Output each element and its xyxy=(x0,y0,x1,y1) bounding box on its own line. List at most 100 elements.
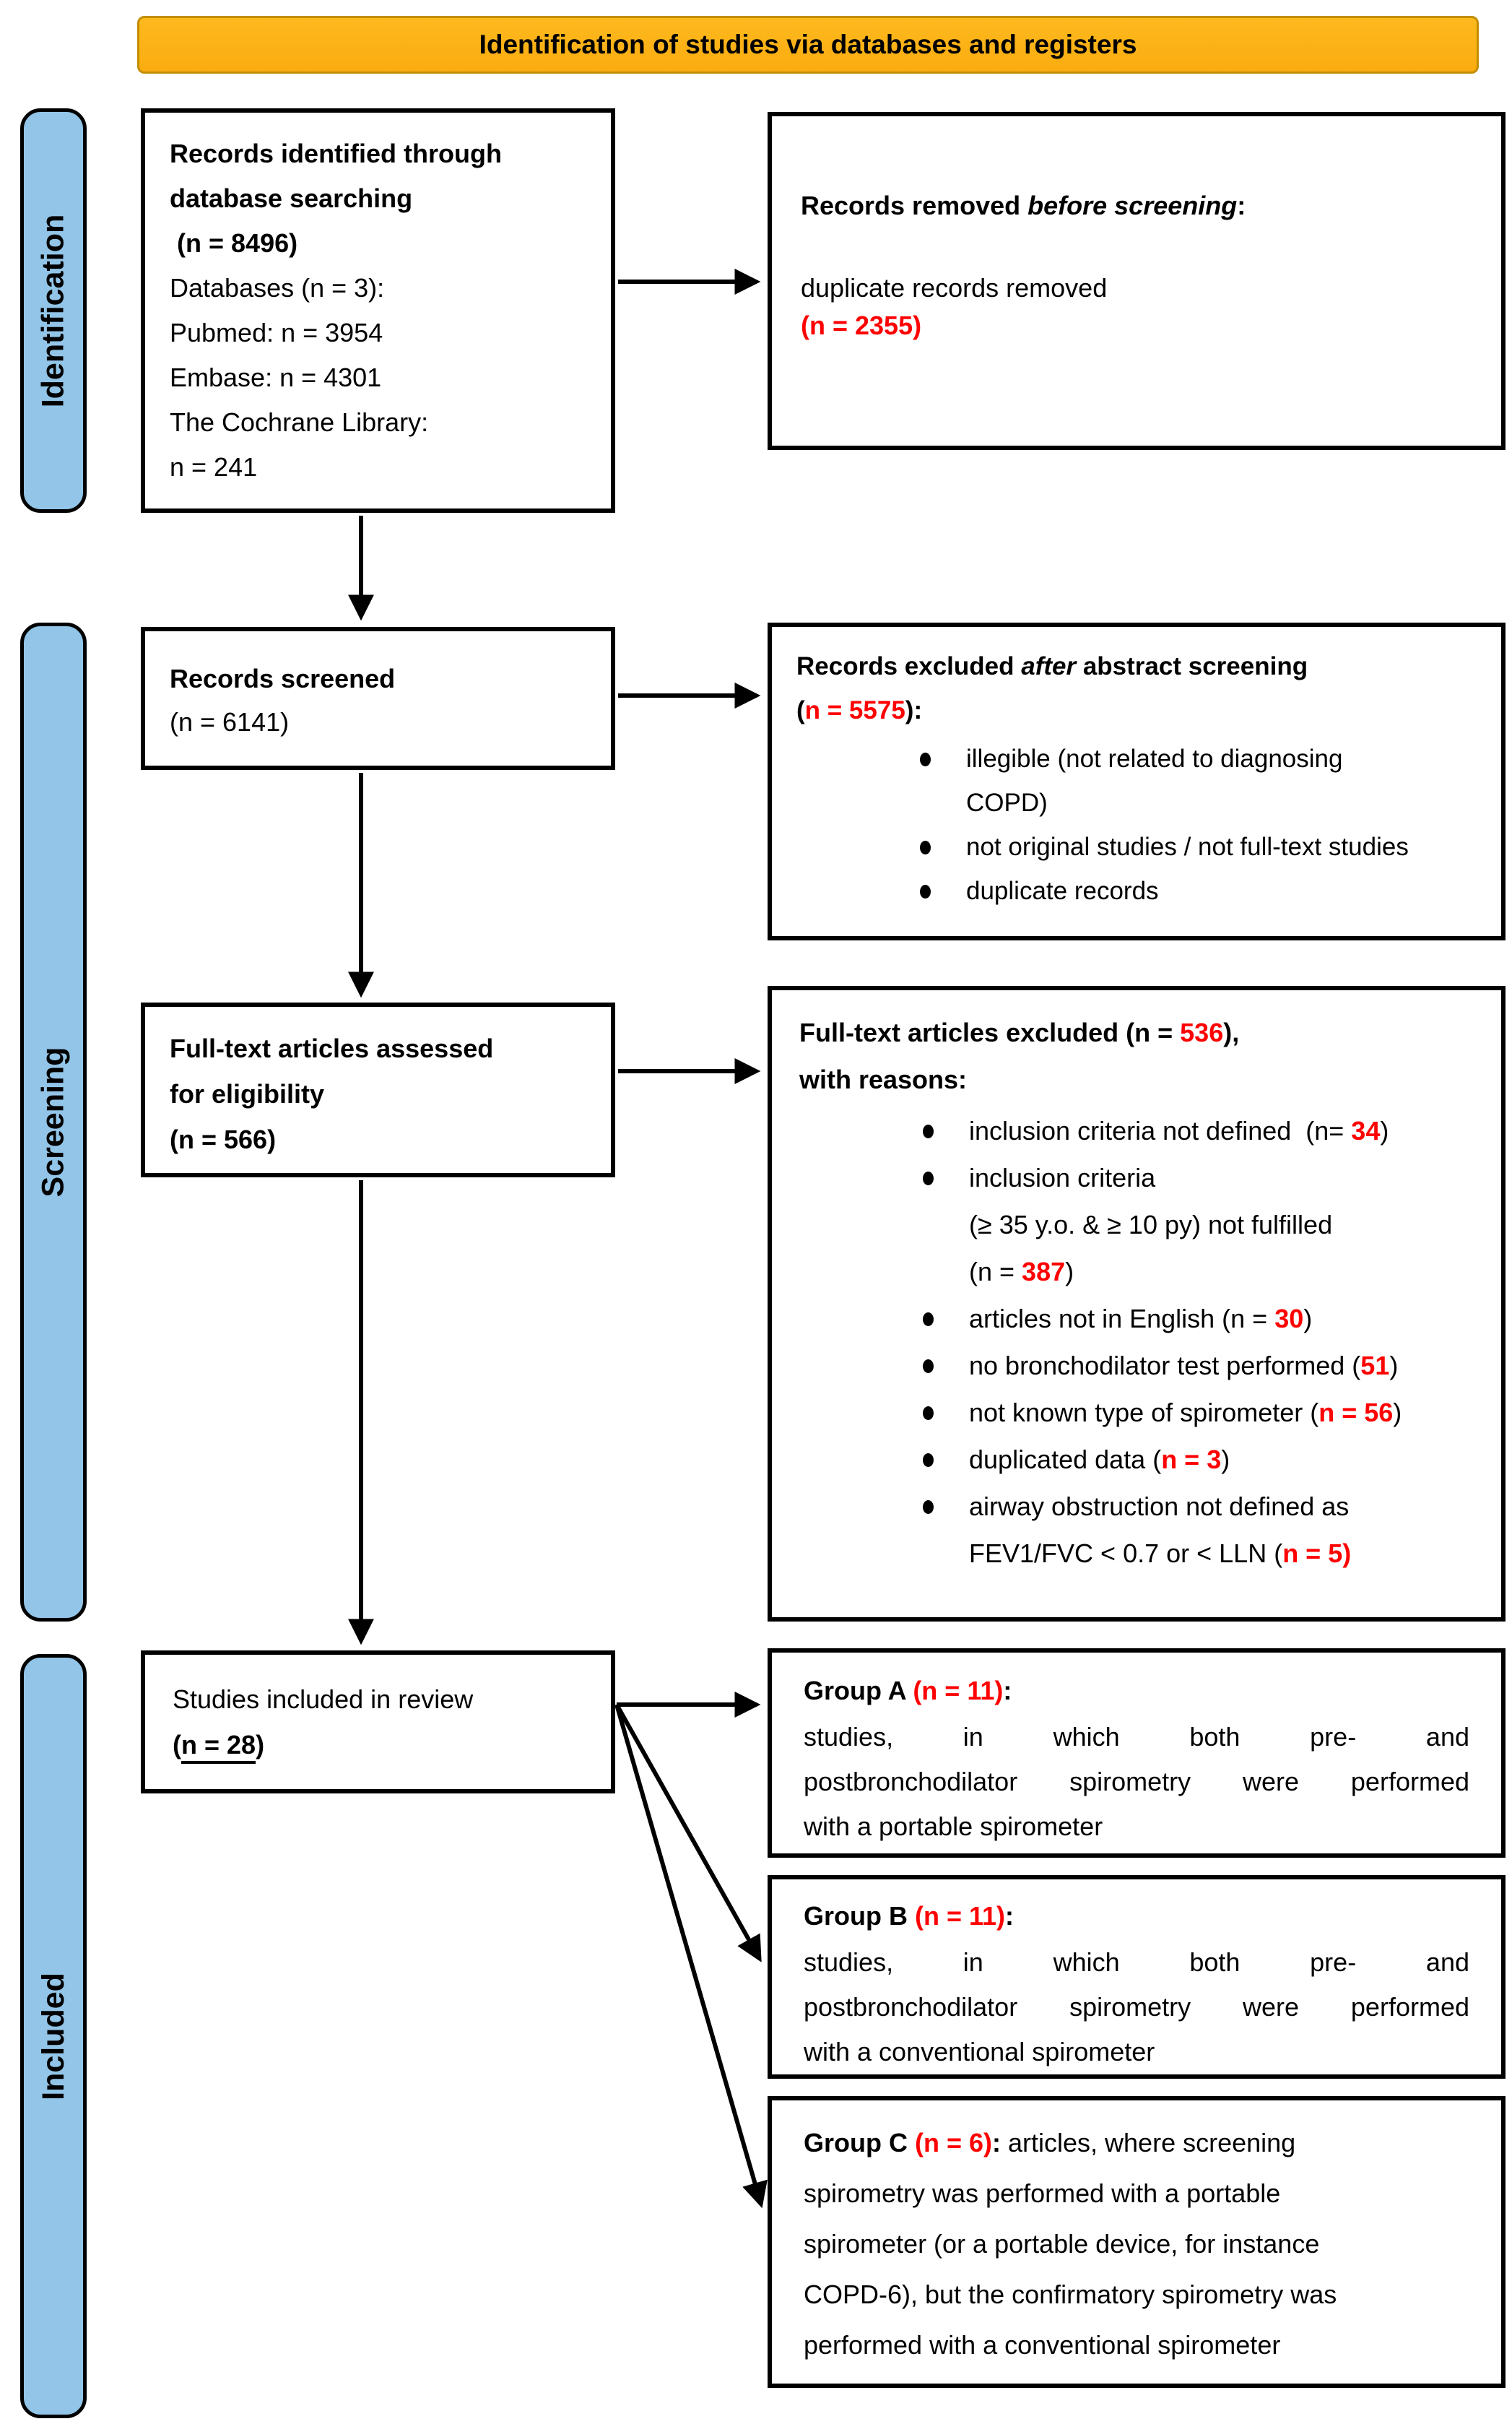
abstract-excluded-title-pre: Records excluded xyxy=(796,652,1022,680)
abstract-excluded-title: Records excluded after abstract screenin… xyxy=(796,644,1477,688)
reason-criteria-not-fulfilled-line1: inclusion criteria xyxy=(969,1163,1156,1192)
reason-no-bronchodilator-text: no bronchodilator test performed ( xyxy=(969,1351,1361,1380)
reason-obstruction-line2: FEV1/FVC < 0.7 or < LLN ( xyxy=(969,1538,1283,1568)
box-group-c: Group C (n = 6): articles, where screeni… xyxy=(768,2096,1506,2388)
reason-illegible: illegible (not related to diagnosing COP… xyxy=(916,737,1477,825)
group-a-title: Group A xyxy=(804,1676,913,1705)
included-count: n = 28 xyxy=(181,1730,256,1764)
reason-unknown-spirometer-text: not known type of spirometer ( xyxy=(969,1398,1319,1427)
identified-count: (n = 8496) xyxy=(170,228,298,258)
reason-obstruction-definition: airway obstruction not defined as FEV1/F… xyxy=(918,1483,1474,1577)
reason-not-english-close: ) xyxy=(1303,1304,1313,1333)
abstract-excluded-title-post: abstract screening xyxy=(1076,652,1308,680)
reason-criteria-not-fulfilled-close: ) xyxy=(1065,1257,1074,1286)
reason-obstruction-n: n = 5) xyxy=(1282,1538,1352,1568)
abstract-excluded-reasons: illegible (not related to diagnosing COP… xyxy=(796,737,1477,913)
group-c-body-line2: spirometry was performed with a portable xyxy=(804,2178,1281,2208)
group-c-body-line1: articles, where screening xyxy=(1008,2128,1296,2157)
reason-criteria-not-fulfilled-open: (n = xyxy=(969,1257,1022,1286)
group-c-body-line5: performed with a conventional spirometer xyxy=(804,2330,1281,2360)
box-records-excluded-abstract: Records excluded after abstract screenin… xyxy=(768,623,1506,940)
stage-label-identification: Identification xyxy=(20,108,87,513)
fulltext-excluded-title: Full-text articles excluded (n = 536), xyxy=(799,1009,1474,1056)
removed-title-pre: Records removed xyxy=(801,191,1028,220)
identified-title-line1: Records identified through xyxy=(170,139,503,168)
reason-not-original: not original studies / not full-text stu… xyxy=(916,825,1477,869)
stage-identification-text: Identification xyxy=(35,214,71,407)
reason-obstruction-line1: airway obstruction not defined as xyxy=(969,1492,1350,1521)
removed-count: (n = 2355) xyxy=(801,311,922,340)
arrow-included-to-group-c xyxy=(614,1704,768,2209)
reason-criteria-not-fulfilled-n: 387 xyxy=(1022,1257,1066,1286)
fulltext-excluded-title-line2: with reasons: xyxy=(799,1065,968,1094)
included-count-line: (n = 28) xyxy=(173,1722,583,1767)
reason-unknown-spirometer-n: n = 56 xyxy=(1318,1398,1394,1427)
reason-no-bronchodilator-close: ) xyxy=(1389,1351,1399,1380)
reason-duplicated-data-n: n = 3 xyxy=(1161,1445,1222,1474)
box-records-identified: Records identified through database sear… xyxy=(141,108,615,513)
group-b-body-line3: with a conventional spirometer xyxy=(804,2037,1155,2066)
box-group-b: Group B (n = 11): studies, in which both… xyxy=(768,1875,1506,2079)
identified-pubmed: Pubmed: n = 3954 xyxy=(170,318,383,347)
reason-not-english: articles not in English (n = 30) xyxy=(918,1295,1474,1342)
group-c-body-line4: COPD-6), but the confirmatory spirometry… xyxy=(804,2280,1337,2309)
box-records-screened: Records screened (n = 6141) xyxy=(141,627,615,770)
fulltext-title-line2: for eligibility xyxy=(170,1079,325,1109)
group-c-colon: : xyxy=(992,2128,1008,2157)
group-b-colon: : xyxy=(1005,1901,1014,1931)
group-a-colon: : xyxy=(1003,1676,1012,1705)
abstract-excluded-count-close: ): xyxy=(905,696,923,724)
reason-criteria-not-fulfilled: inclusion criteria (≥ 35 y.o. & ≥ 10 py)… xyxy=(918,1154,1474,1295)
group-a-body-line1: studies, in which both pre- and xyxy=(804,1722,1469,1752)
screened-count: (n = 6141) xyxy=(170,707,290,737)
banner: Identification of studies via databases … xyxy=(137,16,1479,74)
group-c-body-line3: spirometer (or a portable device, for in… xyxy=(804,2229,1320,2259)
screened-title: Records screened xyxy=(170,664,396,693)
removed-body: duplicate records removed xyxy=(801,273,1108,303)
group-a-body-line2: postbronchodilator spirometry were perfo… xyxy=(804,1767,1469,1796)
fulltext-title-line1: Full-text articles assessed xyxy=(170,1034,494,1063)
reason-unknown-spirometer-close: ) xyxy=(1393,1398,1402,1427)
group-b-body-line1: studies, in which both pre- and xyxy=(804,1947,1469,1977)
included-count-open: ( xyxy=(173,1730,181,1759)
fulltext-excluded-title-post: ), xyxy=(1223,1018,1240,1047)
fulltext-excluded-count: 536 xyxy=(1180,1018,1224,1047)
group-a-body-line3: with a portable spirometer xyxy=(804,1811,1103,1841)
included-title: Studies included in review xyxy=(173,1684,474,1714)
abstract-excluded-count-line: (n = 5575): xyxy=(796,688,1477,732)
group-c-line1: Group C (n = 6): articles, where screeni… xyxy=(804,2118,1469,2168)
box-group-a: Group A (n = 11): studies, in which both… xyxy=(768,1648,1506,1858)
group-c-title: Group C xyxy=(804,2128,915,2157)
fulltext-excluded-title-pre: Full-text articles excluded (n = xyxy=(799,1018,1181,1047)
stage-included-text: Included xyxy=(35,1972,71,2100)
stage-label-screening: Screening xyxy=(20,623,87,1622)
reason-no-bronchodilator-n: 51 xyxy=(1360,1351,1390,1380)
reason-duplicates: duplicate records xyxy=(916,869,1477,913)
arrow-included-to-group-b xyxy=(614,1703,762,1962)
identified-title-line2: database searching xyxy=(170,183,413,213)
included-count-close: ) xyxy=(256,1730,265,1759)
group-b-title-line: Group B (n = 11): xyxy=(804,1892,1469,1940)
abstract-excluded-count-open: ( xyxy=(796,696,805,724)
reason-illegible-line2: COPD) xyxy=(966,789,1048,817)
reason-criteria-not-defined-close: ) xyxy=(1380,1116,1389,1146)
reason-duplicated-data-close: ) xyxy=(1221,1445,1230,1474)
reason-no-bronchodilator-test: no bronchodilator test performed (51) xyxy=(918,1342,1474,1389)
group-a-count: (n = 11) xyxy=(913,1676,1004,1705)
box-fulltext-assessed: Full-text articles assessed for eligibil… xyxy=(141,1003,615,1177)
reason-unknown-spirometer: not known type of spirometer (n = 56) xyxy=(918,1389,1474,1436)
reason-duplicated-data: duplicated data (n = 3) xyxy=(918,1436,1474,1483)
stage-label-included: Included xyxy=(20,1654,87,2418)
box-fulltext-excluded: Full-text articles excluded (n = 536), w… xyxy=(768,986,1506,1622)
identified-databases: Databases (n = 3): xyxy=(170,273,385,303)
reason-criteria-not-defined: inclusion criteria not defined (n= 34) xyxy=(918,1107,1474,1154)
fulltext-excluded-reasons: inclusion criteria not defined (n= 34) i… xyxy=(799,1107,1474,1577)
group-a-title-line: Group A (n = 11): xyxy=(804,1667,1469,1715)
group-b-title: Group B xyxy=(804,1901,915,1931)
fulltext-count: (n = 566) xyxy=(170,1125,277,1154)
group-b-count: (n = 11) xyxy=(914,1901,1006,1931)
removed-title-italic: before screening xyxy=(1027,191,1238,220)
removed-title: Records removed before screening: xyxy=(801,187,1472,225)
reason-not-english-n: 30 xyxy=(1274,1304,1304,1333)
reason-criteria-not-fulfilled-line2: (≥ 35 y.o. & ≥ 10 py) not fulfilled xyxy=(969,1210,1333,1239)
